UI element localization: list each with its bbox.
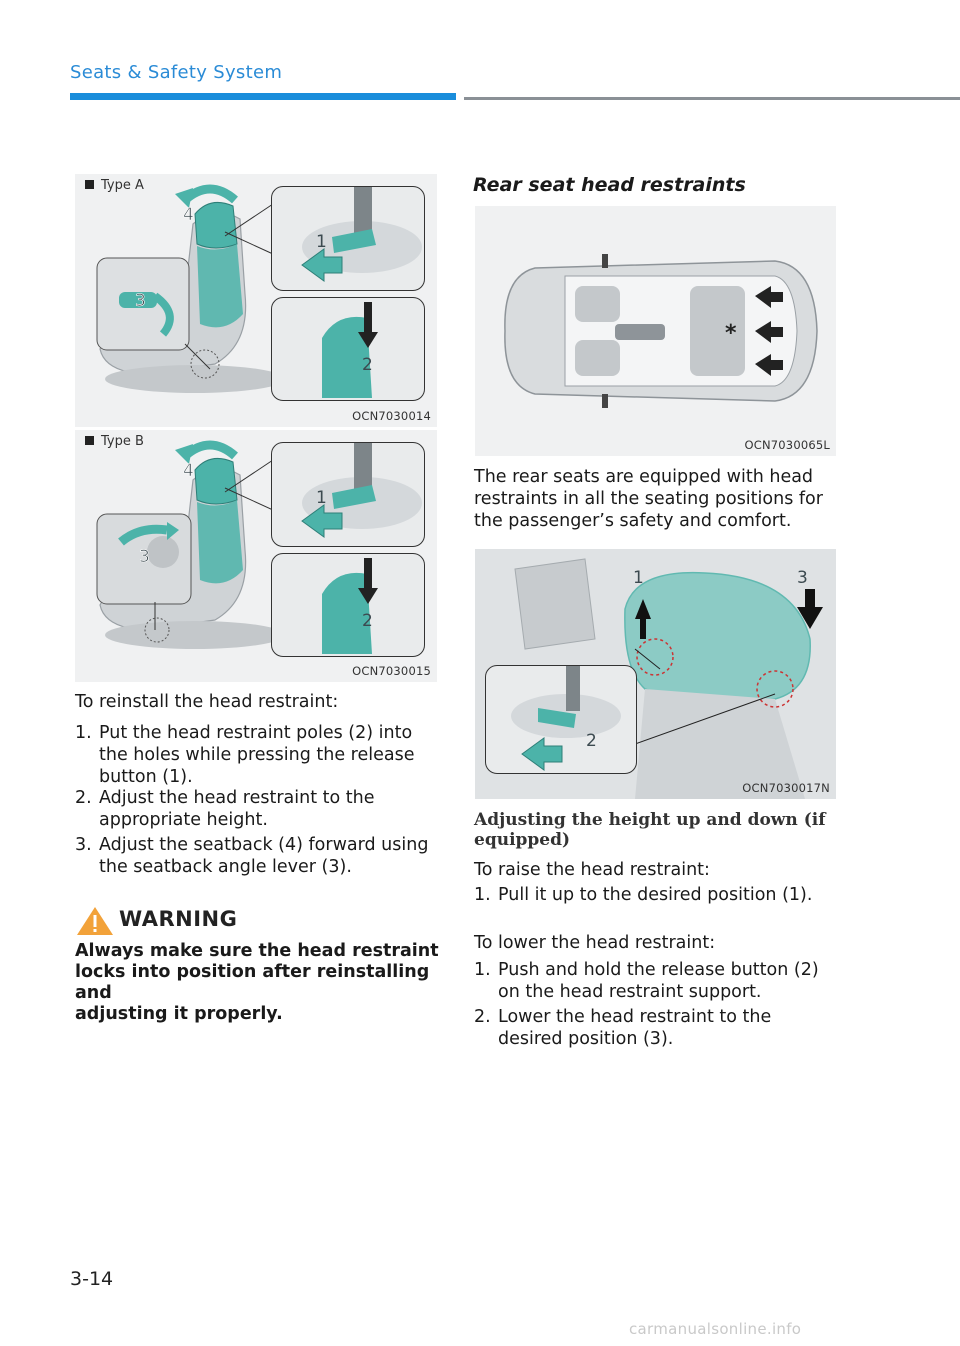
callout-3: 3 xyxy=(797,568,808,588)
seat-illustration-type-b: 4 3 xyxy=(96,440,285,649)
page-number: 3-14 xyxy=(70,1268,114,1290)
list-item: 3. Adjust the seatback (4) forward using… xyxy=(75,835,429,877)
seat-marker: * xyxy=(725,321,737,346)
callout-1: 1 xyxy=(316,488,327,508)
header-gray-rule xyxy=(464,97,960,100)
release-button-detail: 1 xyxy=(301,187,422,282)
figure-type-a-inset-pole: 2 xyxy=(271,297,425,401)
raise-intro: To raise the head restraint: xyxy=(474,860,710,880)
figure-type-b: Type B 4 3 1 2 OCN703 xyxy=(75,430,437,682)
figure-type-a-inset-button: 1 xyxy=(271,186,425,291)
head-restraint-detail: 2 xyxy=(322,558,378,654)
list-item: 1. Push and hold the release button (2) … xyxy=(474,960,819,1002)
callout-1: 1 xyxy=(316,232,327,252)
rear-section-title: Rear seat head restraints xyxy=(473,174,746,196)
figure-rear-adjust: 1 3 2 OCN7030017N xyxy=(475,549,836,799)
callout-2: 2 xyxy=(586,731,597,751)
callout-3: 3 xyxy=(139,547,150,567)
callout-2: 2 xyxy=(362,611,373,631)
list-item: 2. Lower the head restraint to the desir… xyxy=(474,1007,772,1049)
warning-icon xyxy=(77,907,113,935)
figure-type-b-inset-pole: 2 xyxy=(271,553,425,657)
figure-code: OCN7030065L xyxy=(744,438,830,452)
warning-label: WARNING xyxy=(119,907,238,931)
reinstall-intro: To reinstall the head restraint: xyxy=(75,692,339,712)
adjust-height-title: Adjusting the height up and down (if equ… xyxy=(474,810,826,850)
figure-type-a-label: Type A xyxy=(85,178,144,193)
figure-rear-seats: * OCN7030065L xyxy=(475,206,836,456)
warning-text: Always make sure the head restraint lock… xyxy=(75,941,439,1024)
callout-4: 4 xyxy=(183,205,194,225)
car-top-view-illustration: * xyxy=(504,254,818,408)
callout-4: 4 xyxy=(183,461,194,481)
callout-2: 2 xyxy=(362,355,373,375)
section-header-title: Seats & Safety System xyxy=(70,62,283,83)
release-button-detail: 2 xyxy=(511,666,621,771)
header-accent-rule xyxy=(70,93,456,100)
figure-code: OCN7030015 xyxy=(352,664,431,678)
figure-rear-adjust-inset: 2 xyxy=(485,665,637,774)
list-item: 1. Pull it up to the desired position (1… xyxy=(474,885,813,905)
callout-1: 1 xyxy=(633,568,644,588)
head-restraint-detail: 2 xyxy=(322,302,378,398)
release-button-detail: 1 xyxy=(301,443,422,538)
seat-illustration-type-a: 4 3 xyxy=(96,184,285,393)
list-item: 1. Put the head restraint poles (2) into… xyxy=(75,723,415,787)
rear-description: The rear seats are equipped with head re… xyxy=(474,467,823,531)
lower-intro: To lower the head restraint: xyxy=(474,933,716,953)
figure-type-a: Type A 4 3 1 xyxy=(75,174,437,427)
callout-3: 3 xyxy=(135,291,146,311)
figure-type-b-inset-button: 1 xyxy=(271,442,425,547)
list-item: 2. Adjust the head restraint to the appr… xyxy=(75,788,375,830)
watermark: carmanualsonline.info xyxy=(629,1320,802,1338)
figure-code: OCN7030017N xyxy=(742,781,830,795)
figure-type-b-label: Type B xyxy=(85,434,144,449)
figure-code: OCN7030014 xyxy=(352,409,431,423)
